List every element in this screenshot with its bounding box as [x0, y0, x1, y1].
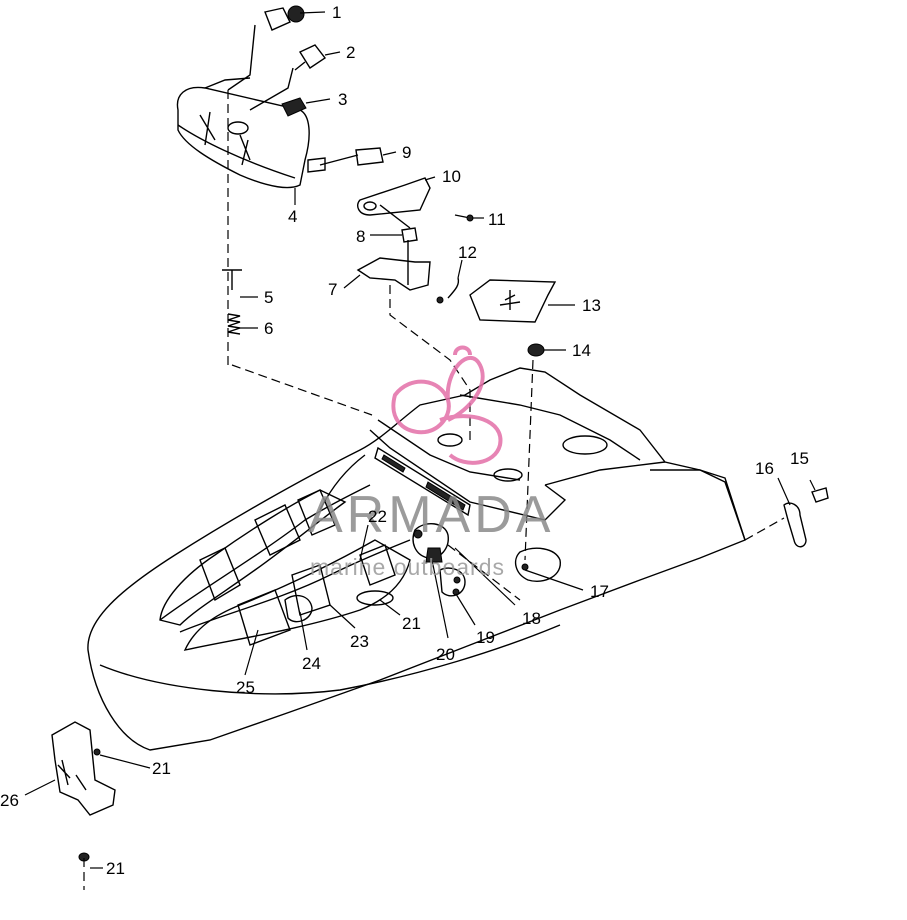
- callout-label: 20: [436, 645, 455, 664]
- callout-label: 7: [328, 280, 337, 299]
- watermark: ARMADA marine outboards: [308, 345, 554, 580]
- callout-label: 15: [790, 449, 809, 468]
- leader-lines: [24, 11, 816, 869]
- hood-body: [87, 367, 746, 751]
- callout-label: 23: [350, 632, 369, 651]
- callout-label: 5: [264, 288, 273, 307]
- watermark-brand: ARMADA: [308, 486, 554, 544]
- callout-label: 9: [402, 143, 411, 162]
- callout-label: 21: [106, 859, 125, 878]
- callout-label: 17: [590, 582, 609, 601]
- watermark-logo-icon: [391, 345, 503, 465]
- callout-label: 12: [458, 243, 477, 262]
- callout-label: 22: [368, 507, 387, 526]
- console-housing: [176, 77, 326, 189]
- callout-label: 4: [288, 207, 297, 226]
- callout-label: 3: [338, 90, 347, 109]
- callout-label: 24: [302, 654, 321, 673]
- watermark-subtitle: marine outboards: [310, 554, 505, 580]
- callout-label: 14: [572, 341, 591, 360]
- callout-label: 21: [402, 614, 421, 633]
- callout-label: 11: [488, 210, 506, 229]
- callout-label: 19: [476, 628, 495, 647]
- callout-label: 26: [0, 791, 19, 810]
- callout-label: 1: [332, 3, 341, 22]
- callout-label: 18: [522, 609, 541, 628]
- callout-label: 13: [582, 296, 601, 315]
- callout-labels: 1 2 3 4 5 6 7 8 9 10 11 12 13 14 15 16 1…: [0, 3, 809, 878]
- callout-label: 6: [264, 319, 273, 338]
- small-parts: [51, 5, 829, 862]
- callout-label: 2: [346, 43, 355, 62]
- callout-label: 21: [152, 759, 171, 778]
- callout-label: 16: [755, 459, 774, 478]
- assembly-lines: [83, 24, 785, 890]
- callout-label: 10: [442, 167, 461, 186]
- callout-label: 8: [356, 227, 365, 246]
- callout-label: 25: [236, 678, 255, 697]
